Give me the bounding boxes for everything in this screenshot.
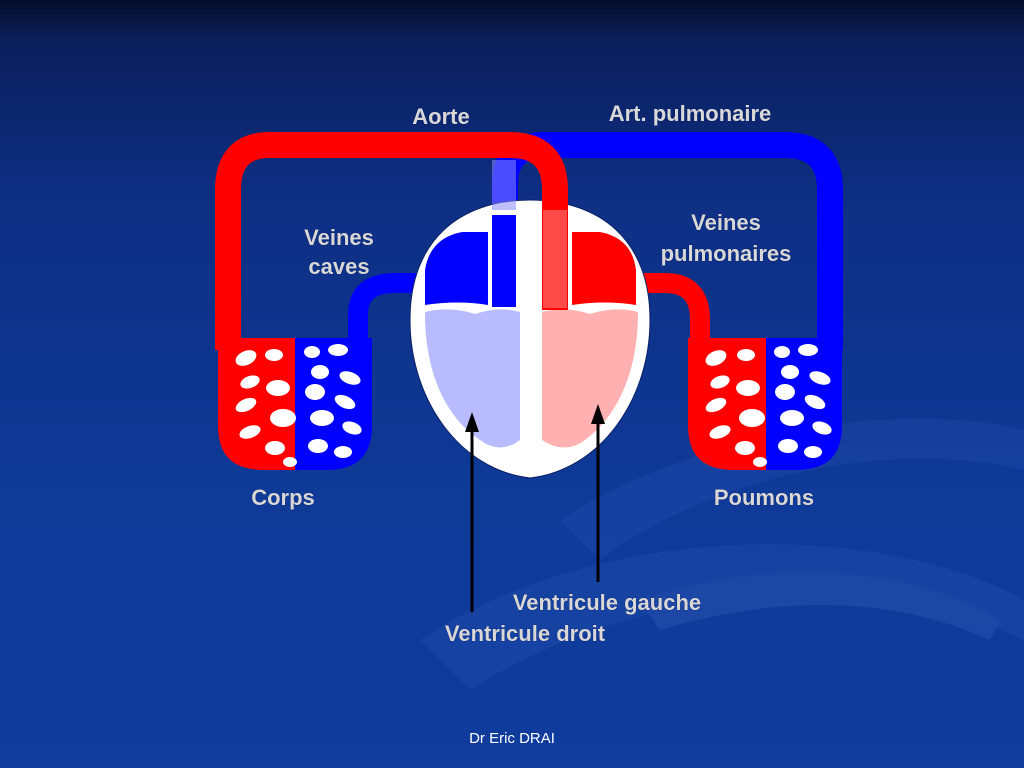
lungs-capillary-bed (688, 338, 842, 470)
pulmonary-trunk (492, 215, 516, 307)
aorta-crossing-overlay (492, 160, 516, 210)
label-veines-caves-line2: caves (308, 254, 369, 279)
label-aorte: Aorte (412, 104, 469, 129)
right-ventricle (425, 309, 520, 448)
background-swoosh (420, 418, 1024, 690)
left-atrium (572, 232, 636, 305)
label-veines-pulmonaires-line2: pulmonaires (661, 241, 792, 266)
label-veines-caves-line1: Veines (304, 225, 374, 250)
right-ventricle-pointer (465, 412, 479, 612)
label-veines-pulmonaires-line1: Veines (691, 210, 761, 235)
aorta-heart-section (543, 210, 567, 308)
left-ventricle-pointer (591, 404, 605, 582)
label-art-pulmonaire: Art. pulmonaire (609, 101, 772, 126)
label-ventricule-gauche: Ventricule gauche (513, 590, 701, 615)
aorta (215, 132, 568, 350)
left-ventricle (542, 309, 638, 448)
label-poumons: Poumons (714, 485, 814, 510)
venae-cavae (348, 273, 425, 350)
right-atrium (425, 232, 488, 305)
body-capillary-bed (218, 338, 372, 470)
label-corps: Corps (251, 485, 315, 510)
label-ventricule-droit: Ventricule droit (445, 621, 606, 646)
pulmonary-veins (635, 273, 710, 350)
